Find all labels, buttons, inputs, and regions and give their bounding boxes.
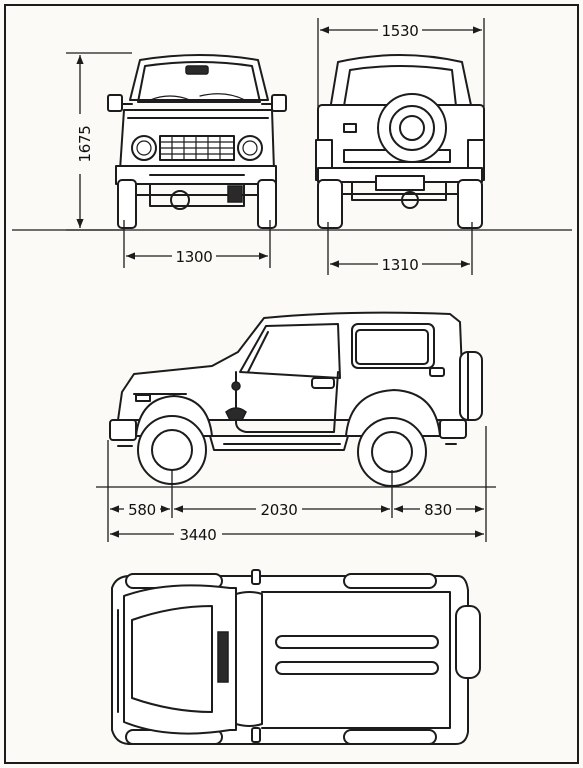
front-height-label-bg [70, 114, 90, 174]
front-overhang-label: 580 [128, 501, 156, 519]
front-track-label-bg [172, 247, 216, 265]
rear-overhang-label: 830 [424, 501, 452, 519]
dimension-lines [12, 18, 572, 542]
side-view [109, 311, 483, 487]
sheet-frame [4, 4, 579, 764]
rear-track-label: 1310 [382, 256, 419, 274]
front-overhang-label-bg [124, 500, 160, 518]
rear-width-label-bg [378, 21, 422, 39]
top-view [111, 569, 481, 745]
rear-overhang-label-bg [420, 500, 456, 518]
front-track-label: 1300 [176, 248, 213, 266]
rear-width-label: 1530 [382, 22, 419, 40]
wheelbase-label: 2030 [261, 501, 298, 519]
front-height-label: 1675 [76, 126, 94, 163]
rear-track-label-bg [378, 255, 422, 273]
overall-length-label: 3440 [180, 526, 217, 544]
wheelbase-label-bg [256, 500, 302, 518]
front-view [107, 54, 287, 229]
overall-length-label-bg [174, 525, 222, 543]
rear-view [315, 54, 485, 229]
